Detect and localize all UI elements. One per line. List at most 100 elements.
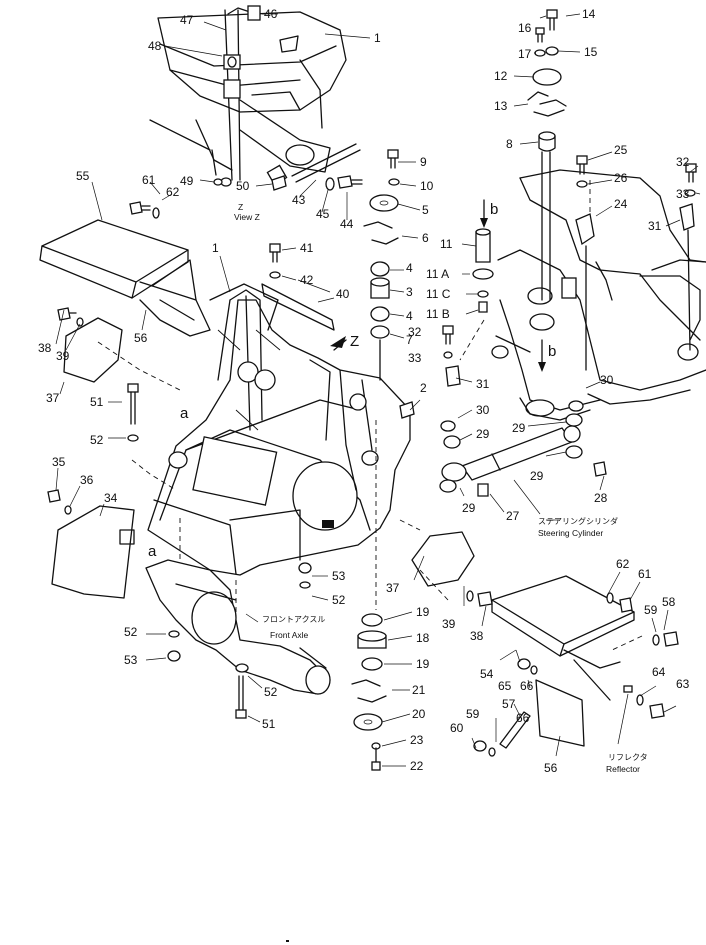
label-61-left: 61 (142, 173, 156, 187)
label-30-center: 30 (476, 403, 490, 417)
label-30-right: 30 (600, 373, 614, 387)
label-40: 40 (336, 287, 350, 301)
label-66-lower: 66 (516, 711, 530, 725)
label-39-left: 39 (56, 349, 70, 363)
label-42: 42 (300, 273, 314, 287)
label-5: 5 (422, 203, 429, 217)
label-37-right: 37 (386, 581, 400, 595)
label-56-right: 56 (544, 761, 558, 775)
label-55: 55 (76, 169, 90, 183)
label-15: 15 (584, 45, 598, 59)
fender-right (491, 575, 635, 701)
label-57: 57 (502, 697, 516, 711)
view-caption-z: Z (238, 202, 243, 212)
label-33-center: 33 (408, 351, 422, 365)
view-caption-view: View Z (234, 212, 260, 222)
marker-b-upper: b (490, 201, 498, 218)
label-37-left: 37 (46, 391, 60, 405)
label-52-bottom: 52 (264, 685, 278, 699)
rear-frame-context (491, 169, 706, 421)
marker-a-lower: a (148, 543, 157, 560)
marker-b-lower: b (548, 343, 556, 360)
caption-front-axle-en: Front Axle (270, 630, 309, 640)
label-44: 44 (340, 217, 354, 231)
cover-plates (51, 283, 585, 747)
label-2: 2 (420, 381, 427, 395)
label-53-lower: 53 (124, 653, 138, 667)
label-19-lower: 19 (416, 657, 430, 671)
label-28: 28 (594, 491, 608, 505)
label-11a: 11 A (426, 267, 449, 281)
label-12: 12 (494, 69, 508, 83)
label-52-right: 52 (332, 593, 346, 607)
label-16: 16 (518, 21, 532, 35)
steering-cylinder (441, 425, 581, 482)
label-53-right: 53 (332, 569, 346, 583)
label-4-upper: 4 (406, 261, 413, 275)
label-23: 23 (410, 733, 424, 747)
label-7: 7 (406, 333, 413, 347)
label-10: 10 (420, 179, 434, 193)
label-29-center: 29 (476, 427, 490, 441)
leader-lines (55, 13, 701, 767)
label-11: 11 (440, 237, 453, 251)
label-9: 9 (420, 155, 427, 169)
front-axle (145, 559, 331, 695)
label-65: 65 (498, 679, 512, 693)
label-52-lower: 52 (124, 625, 138, 639)
label-32-center: 32 (408, 325, 422, 339)
label-27: 27 (506, 509, 520, 523)
fender-left (39, 219, 211, 337)
label-62-left: 62 (166, 185, 180, 199)
label-64: 64 (652, 665, 666, 679)
label-47: 47 (180, 13, 194, 27)
label-49: 49 (180, 174, 194, 188)
label-17: 17 (518, 47, 532, 61)
label-48: 48 (148, 39, 162, 53)
label-22: 22 (410, 759, 424, 773)
caption-steering-cylinder-jp: ステアリングシリンダ (538, 516, 618, 526)
label-58: 58 (662, 595, 676, 609)
view-z-detail (149, 5, 361, 187)
label-31-center: 31 (476, 377, 490, 391)
labels: 1 46 47 48 49 50 43 45 44 Z View Z 14 16… (38, 7, 690, 775)
label-11c: 11 C (426, 287, 451, 301)
label-24: 24 (614, 197, 628, 211)
label-29-lower: 29 (462, 501, 476, 515)
label-52-upper: 52 (90, 433, 104, 447)
label-45: 45 (316, 207, 330, 221)
caption-reflector-jp: リフレクタ (608, 753, 648, 762)
label-36: 36 (80, 473, 94, 487)
label-3: 3 (406, 285, 413, 299)
label-4-lower: 4 (406, 309, 413, 323)
label-61-right: 61 (638, 567, 652, 581)
label-43: 43 (292, 193, 306, 207)
label-35: 35 (52, 455, 66, 469)
label-26: 26 (614, 171, 628, 185)
marker-a-upper: a (180, 405, 189, 422)
label-8: 8 (506, 137, 513, 151)
label-63: 63 (676, 677, 690, 691)
label-51-upper: 51 (90, 395, 104, 409)
label-21: 21 (412, 683, 426, 697)
label-29-right-bottom: 29 (530, 469, 544, 483)
label-51-lower: 51 (262, 717, 276, 731)
label-60: 60 (450, 721, 464, 735)
label-29-right-top: 29 (512, 421, 526, 435)
label-50: 50 (236, 179, 250, 193)
label-6: 6 (422, 231, 429, 245)
label-32-right: 32 (676, 155, 690, 169)
label-38-left: 38 (38, 341, 52, 355)
main-frame (147, 283, 411, 576)
caption-reflector-en: Reflector (606, 764, 640, 774)
label-38-right: 38 (470, 629, 484, 643)
direction-arrows (330, 199, 546, 372)
small-parts (47, 9, 697, 771)
label-56-left: 56 (134, 331, 148, 345)
label-59-right: 59 (644, 603, 658, 617)
label-33-right: 33 (676, 187, 690, 201)
caption-steering-cylinder-en: Steering Cylinder (538, 528, 603, 538)
label-13: 13 (494, 99, 508, 113)
label-14: 14 (582, 7, 596, 21)
